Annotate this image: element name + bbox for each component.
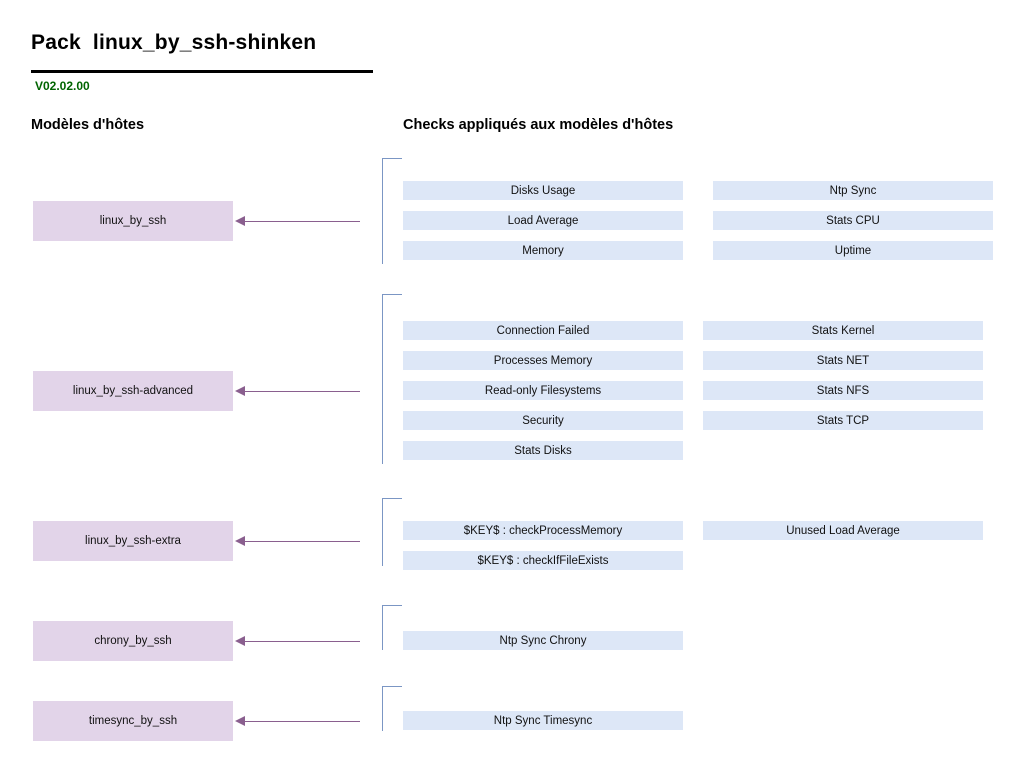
check-box[interactable]: Stats NET bbox=[703, 351, 983, 370]
assignment-arrow-icon bbox=[235, 216, 360, 227]
check-box[interactable]: Disks Usage bbox=[403, 181, 683, 200]
check-label: Stats Disks bbox=[514, 444, 572, 457]
host-model-label: chrony_by_ssh bbox=[94, 635, 172, 647]
check-box[interactable]: Load Average bbox=[403, 211, 683, 230]
host-model-box[interactable]: timesync_by_ssh bbox=[33, 701, 233, 741]
assignment-arrow-icon bbox=[235, 636, 360, 647]
check-box[interactable]: Stats Disks bbox=[403, 441, 683, 460]
check-label: Unused Load Average bbox=[786, 524, 900, 537]
arrow-shaft bbox=[243, 391, 360, 392]
check-box[interactable]: Ntp Sync Chrony bbox=[403, 631, 683, 650]
check-label: Processes Memory bbox=[493, 354, 593, 367]
host-model-box[interactable]: linux_by_ssh-extra bbox=[33, 521, 233, 561]
check-label: Load Average bbox=[507, 214, 579, 227]
checks-column-heading: Checks appliqués aux modèles d'hôtes bbox=[403, 117, 674, 133]
check-label: Memory bbox=[522, 244, 564, 257]
check-box[interactable]: Stats CPU bbox=[713, 211, 993, 230]
assignment-arrow-icon bbox=[235, 536, 360, 547]
group-bracket bbox=[382, 158, 402, 264]
check-box[interactable]: Memory bbox=[403, 241, 683, 260]
assignment-arrow-icon bbox=[235, 386, 360, 397]
host-model-label: linux_by_ssh bbox=[99, 215, 167, 227]
check-label: Uptime bbox=[834, 244, 872, 257]
arrow-head-icon bbox=[235, 536, 245, 546]
check-label: Stats NFS bbox=[816, 384, 870, 397]
host-models-column-heading: Modèles d'hôtes bbox=[31, 117, 145, 133]
arrow-shaft bbox=[243, 541, 360, 542]
title-divider bbox=[31, 70, 373, 73]
check-box[interactable]: Stats NFS bbox=[703, 381, 983, 400]
check-box[interactable]: Unused Load Average bbox=[703, 521, 983, 540]
check-label: Stats TCP bbox=[816, 414, 870, 427]
host-model-box[interactable]: linux_by_ssh bbox=[33, 201, 233, 241]
check-box[interactable]: Stats TCP bbox=[703, 411, 983, 430]
check-box[interactable]: Uptime bbox=[713, 241, 993, 260]
pack-version-label: V02.02.00 bbox=[35, 79, 90, 93]
host-model-box[interactable]: chrony_by_ssh bbox=[33, 621, 233, 661]
check-box[interactable]: $KEY$ : checkIfFileExists bbox=[403, 551, 683, 570]
check-label: Security bbox=[522, 414, 564, 427]
group-bracket bbox=[382, 686, 402, 731]
group-bracket bbox=[382, 294, 402, 464]
arrow-head-icon bbox=[235, 386, 245, 396]
check-label: Ntp Sync Chrony bbox=[499, 634, 587, 647]
check-box[interactable]: Connection Failed bbox=[403, 321, 683, 340]
arrow-shaft bbox=[243, 641, 360, 642]
host-model-label: timesync_by_ssh bbox=[88, 715, 178, 727]
check-box[interactable]: Read-only Filesystems bbox=[403, 381, 683, 400]
page-title: Pack linux_by_ssh-shinken bbox=[31, 31, 317, 54]
check-box[interactable]: Security bbox=[403, 411, 683, 430]
check-label: Stats NET bbox=[816, 354, 870, 367]
check-label: Stats CPU bbox=[826, 214, 880, 227]
arrow-head-icon bbox=[235, 216, 245, 226]
host-model-label: linux_by_ssh-extra bbox=[85, 535, 181, 547]
check-label: Connection Failed bbox=[496, 324, 590, 337]
arrow-head-icon bbox=[235, 636, 245, 646]
check-label: Read-only Filesystems bbox=[484, 384, 602, 397]
check-label: Stats Kernel bbox=[811, 324, 875, 337]
group-bracket bbox=[382, 498, 402, 566]
host-model-box[interactable]: linux_by_ssh-advanced bbox=[33, 371, 233, 411]
group-bracket bbox=[382, 605, 402, 650]
host-model-label: linux_by_ssh-advanced bbox=[72, 385, 194, 397]
check-box[interactable]: Ntp Sync bbox=[713, 181, 993, 200]
arrow-shaft bbox=[243, 221, 360, 222]
check-box[interactable]: Stats Kernel bbox=[703, 321, 983, 340]
check-label: $KEY$ : checkProcessMemory bbox=[463, 524, 623, 537]
check-label: Ntp Sync Timesync bbox=[493, 714, 593, 727]
check-label: $KEY$ : checkIfFileExists bbox=[477, 554, 609, 567]
check-box[interactable]: Processes Memory bbox=[403, 351, 683, 370]
arrow-head-icon bbox=[235, 716, 245, 726]
assignment-arrow-icon bbox=[235, 716, 360, 727]
check-label: Disks Usage bbox=[510, 184, 576, 197]
check-box[interactable]: Ntp Sync Timesync bbox=[403, 711, 683, 730]
check-box[interactable]: $KEY$ : checkProcessMemory bbox=[403, 521, 683, 540]
check-label: Ntp Sync bbox=[829, 184, 877, 197]
arrow-shaft bbox=[243, 721, 360, 722]
